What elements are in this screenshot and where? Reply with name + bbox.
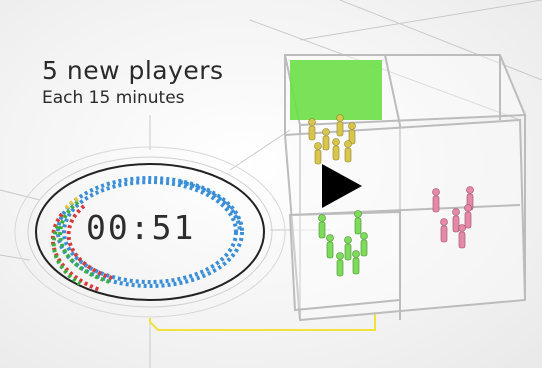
green-room [290, 60, 382, 120]
subline-text: Each 15 minutes [42, 88, 185, 108]
play-icon [322, 164, 362, 208]
countdown-timer: 00:51 [86, 208, 195, 247]
play-button[interactable] [308, 160, 368, 216]
headline-text: 5 new players [42, 56, 224, 85]
